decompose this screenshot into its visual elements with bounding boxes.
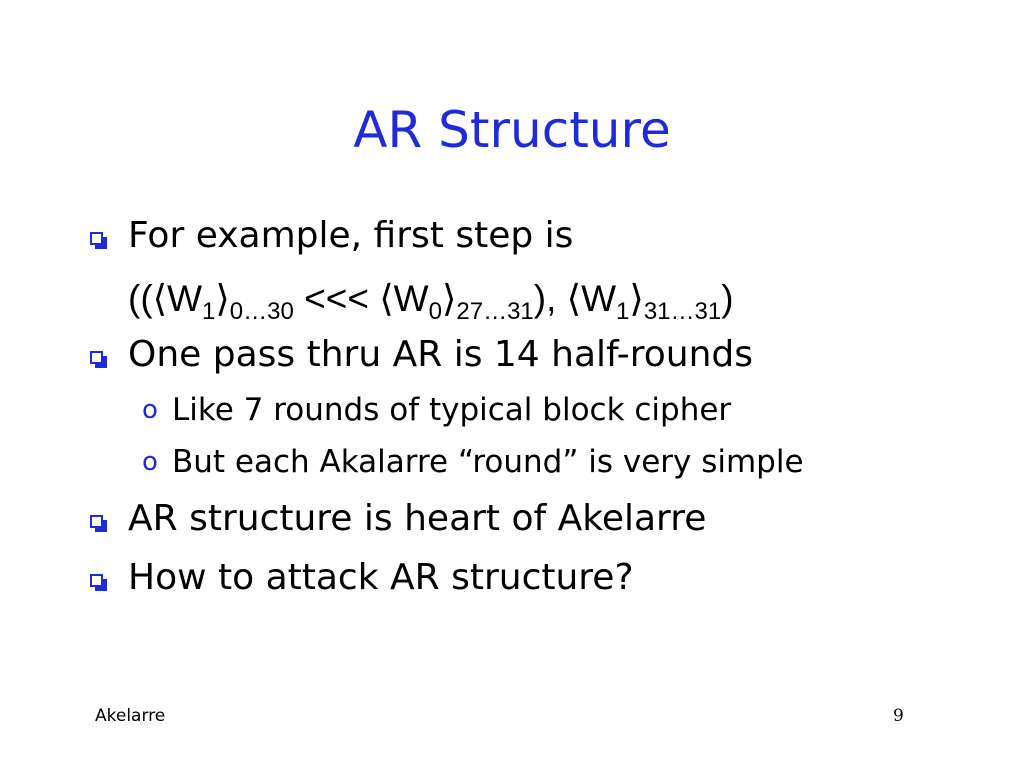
bullet-text: For example, first step is	[128, 215, 574, 256]
square-bullet-icon	[90, 515, 107, 532]
formula-line: ((⟨W1⟩0…30 <<< ⟨W0⟩27…31), ⟨W1⟩31…31)	[128, 278, 734, 325]
circle-bullet-icon: o	[142, 447, 158, 477]
bullet-text: One pass thru AR is 14 half-rounds	[128, 334, 753, 375]
square-bullet-icon	[90, 232, 107, 249]
sub-bullet-text: But each Akalarre “round” is very simple	[172, 444, 804, 480]
circle-bullet-icon: o	[142, 395, 158, 425]
page-number: 9	[893, 706, 904, 726]
bullet-text: AR structure is heart of Akelarre	[128, 498, 707, 539]
bullet-text: How to attack AR structure?	[128, 557, 634, 598]
footer-left-label: Akelarre	[95, 706, 166, 726]
square-bullet-icon	[90, 351, 107, 368]
sub-bullet-text: Like 7 rounds of typical block cipher	[172, 392, 732, 428]
square-bullet-icon	[90, 574, 107, 591]
slide-title: AR Structure	[353, 101, 671, 159]
